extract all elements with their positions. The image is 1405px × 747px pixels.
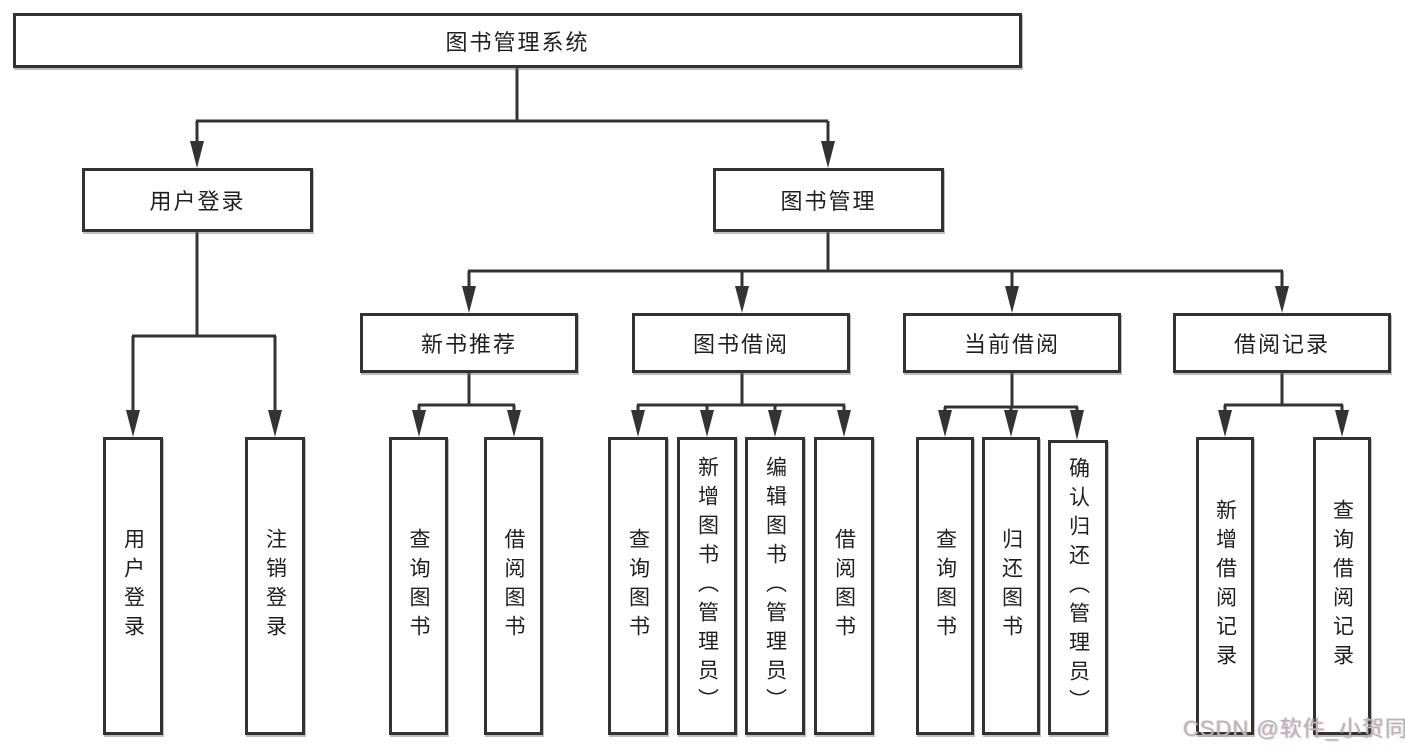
user-login-branch-connector bbox=[131, 232, 277, 414]
node-label: 归还图书 bbox=[999, 528, 1023, 644]
arrowhead bbox=[1070, 410, 1084, 440]
node-label: 图书借阅 bbox=[692, 332, 789, 357]
arrowhead bbox=[938, 410, 952, 437]
node-leaf-query-book-1: 查询图书 bbox=[389, 437, 448, 735]
node-library-management-system: 图书管理系统 bbox=[13, 13, 1022, 68]
node-label: 用户登录 bbox=[121, 528, 145, 644]
node-leaf-edit-book-admin: 编辑图书（管理员） bbox=[745, 437, 805, 735]
node-leaf-add-borrow-record: 新增借阅记录 bbox=[1196, 437, 1254, 735]
node-label: 借阅记录 bbox=[1233, 332, 1330, 357]
node-label: 查询图书 bbox=[626, 528, 650, 644]
node-label: 查询图书 bbox=[933, 528, 957, 644]
arrowhead bbox=[1218, 410, 1232, 437]
node-leaf-logout: 注销登录 bbox=[245, 437, 305, 735]
arrowhead bbox=[412, 410, 426, 437]
node-label: 借阅图书 bbox=[502, 528, 525, 644]
arrowhead bbox=[1335, 410, 1349, 437]
node-label: 新增借阅记录 bbox=[1213, 499, 1237, 673]
root-to-level2-connector bbox=[195, 68, 830, 144]
node-label: 查询图书 bbox=[407, 528, 430, 644]
node-leaf-borrow-book-1: 借阅图书 bbox=[484, 437, 543, 735]
node-book-management: 图书管理 bbox=[713, 168, 944, 232]
node-user-login: 用户登录 bbox=[82, 168, 313, 232]
arrowhead bbox=[268, 410, 282, 437]
book-borrow-branch-connector bbox=[636, 373, 846, 414]
arrowhead bbox=[462, 286, 476, 313]
node-current-borrow: 当前借阅 bbox=[903, 313, 1121, 373]
current-borrow-branch-connector bbox=[943, 373, 1079, 414]
node-leaf-query-borrow-record: 查询借阅记录 bbox=[1313, 437, 1371, 735]
node-label: 新书推荐 bbox=[420, 332, 517, 357]
node-leaf-confirm-return-admin: 确认归还（管理员） bbox=[1048, 440, 1108, 735]
arrowhead bbox=[700, 410, 714, 437]
arrowhead bbox=[768, 410, 782, 437]
node-label: 用户登录 bbox=[149, 189, 246, 214]
node-new-book-recommend: 新书推荐 bbox=[360, 313, 578, 373]
arrowhead bbox=[821, 141, 835, 168]
node-leaf-return-book: 归还图书 bbox=[982, 437, 1040, 735]
node-label: 注销登录 bbox=[263, 528, 287, 644]
node-label: 当前借阅 bbox=[963, 332, 1060, 357]
node-label: 查询借阅记录 bbox=[1330, 499, 1354, 673]
arrowhead bbox=[190, 141, 204, 168]
node-label: 新增图书（管理员） bbox=[695, 455, 719, 717]
arrowhead bbox=[1005, 286, 1019, 313]
node-label: 确认归还（管理员） bbox=[1066, 457, 1090, 718]
node-leaf-add-book-admin: 新增图书（管理员） bbox=[677, 437, 737, 735]
arrowhead bbox=[1004, 410, 1018, 437]
new-book-recommend-branch-connector bbox=[417, 373, 516, 414]
arrowhead bbox=[631, 410, 645, 437]
arrowheads bbox=[126, 141, 1349, 440]
node-label: 编辑图书（管理员） bbox=[763, 455, 787, 717]
node-label: 图书管理系统 bbox=[445, 29, 590, 55]
node-label: 借阅图书 bbox=[832, 528, 856, 644]
arrowhead bbox=[837, 410, 851, 437]
node-label: 图书管理 bbox=[780, 189, 877, 214]
node-borrow-records: 借阅记录 bbox=[1173, 313, 1391, 373]
arrowhead bbox=[507, 410, 521, 437]
node-leaf-borrow-book-2: 借阅图书 bbox=[814, 437, 874, 735]
book-management-branch-connector bbox=[467, 232, 1284, 290]
arrowhead bbox=[1275, 286, 1289, 313]
node-leaf-user-login: 用户登录 bbox=[103, 437, 163, 735]
arrowhead bbox=[735, 286, 749, 313]
node-leaf-query-book-2: 查询图书 bbox=[608, 437, 668, 735]
node-leaf-query-book-3: 查询图书 bbox=[916, 437, 974, 735]
csdn-watermark: CSDN @软件_小贺同学 bbox=[1183, 716, 1405, 741]
node-book-borrow: 图书借阅 bbox=[632, 313, 850, 373]
borrow-records-branch-connector bbox=[1223, 373, 1344, 414]
arrowhead bbox=[126, 410, 140, 437]
